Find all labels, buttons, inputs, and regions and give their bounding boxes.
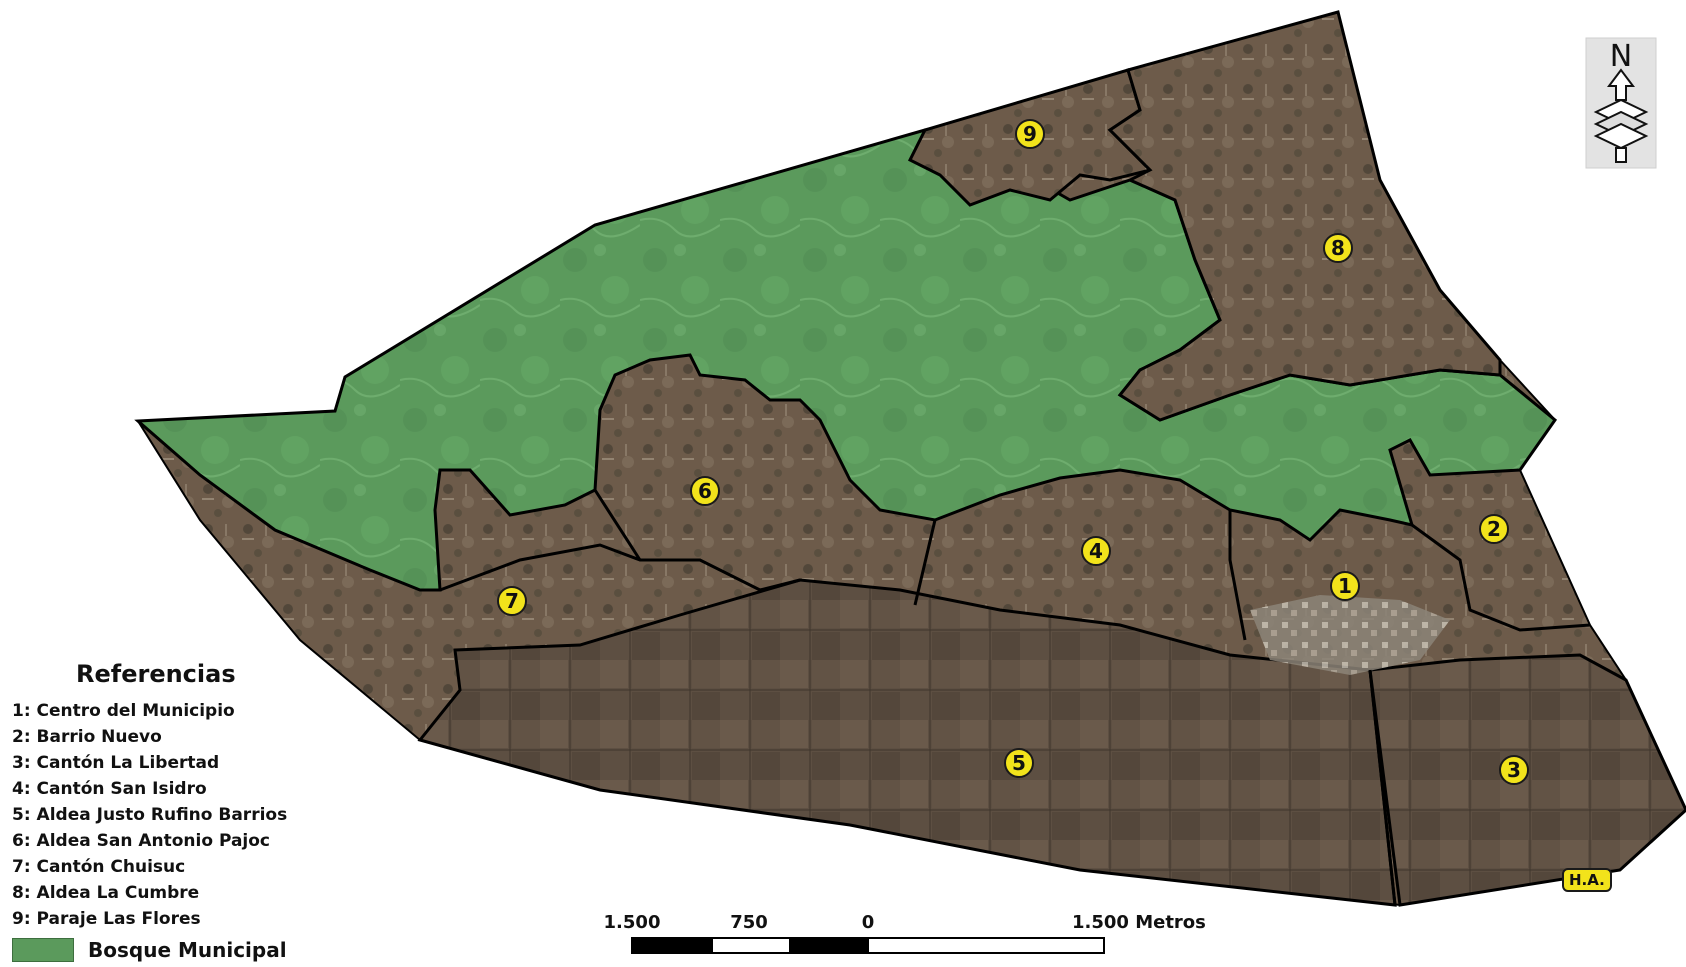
svg-text:4: 4 [1089, 539, 1103, 563]
legend-item: 7: Cantón Chuisuc [12, 857, 186, 877]
zone-label-9[interactable]: 9 [1015, 119, 1045, 149]
zone-label-6[interactable]: 6 [690, 476, 720, 506]
legend-item: 5: Aldea Justo Rufino Barrios [12, 805, 288, 825]
svg-text:2: 2 [1487, 517, 1501, 541]
svg-text:7: 7 [505, 589, 519, 613]
legend-item: 9: Paraje Las Flores [12, 909, 201, 929]
north-arrow-icon: N [1585, 37, 1657, 169]
svg-text:750: 750 [730, 912, 768, 933]
scale-bar: 1.500 750 0 1.500 Metros [604, 912, 1206, 954]
legend-item: 3: Cantón La Libertad [12, 753, 220, 773]
legend-item: 6: Aldea San Antonio Pajoc [12, 831, 271, 851]
svg-text:8: 8 [1331, 236, 1345, 260]
legend-item: 2: Barrio Nuevo [12, 727, 162, 747]
legend-title: Referencias [76, 660, 236, 688]
zone-label-3[interactable]: 3 [1499, 755, 1529, 785]
svg-text:6: 6 [698, 479, 712, 503]
zone-label-2[interactable]: 2 [1479, 514, 1509, 544]
zone-label-7[interactable]: 7 [497, 586, 527, 616]
svg-text:1: 1 [1338, 574, 1352, 598]
zone-label-1[interactable]: 1 [1330, 571, 1360, 601]
zone-3-area [1368, 653, 1686, 907]
svg-text:5: 5 [1012, 751, 1026, 775]
zone-8-area [1107, 10, 1502, 422]
forest-swatch [12, 938, 74, 962]
zone-label-4[interactable]: 4 [1081, 536, 1111, 566]
internal-boundaries [439, 489, 1591, 906]
forest-label: Bosque Municipal [88, 938, 287, 962]
legend-item: 8: Aldea La Cumbre [12, 883, 200, 903]
urban-center [1250, 595, 1450, 675]
legend: Referencias 1: Centro del Municipio 2: B… [12, 660, 392, 962]
svg-text:N: N [1610, 39, 1632, 74]
legend-forest: Bosque Municipal [12, 938, 392, 962]
legend-item: 1: Centro del Municipio [12, 701, 235, 721]
zone-label-8[interactable]: 8 [1323, 233, 1353, 263]
svg-text:9: 9 [1023, 122, 1037, 146]
zone-label-5[interactable]: 5 [1004, 748, 1034, 778]
svg-text:0: 0 [862, 912, 875, 933]
svg-text:3: 3 [1507, 758, 1521, 782]
legend-item: 4: Cantón San Isidro [12, 779, 207, 799]
svg-text:1.500 Metros: 1.500 Metros [1072, 912, 1206, 933]
author-credit-badge: H.A. [1562, 868, 1612, 892]
svg-text:1.500: 1.500 [604, 912, 661, 933]
